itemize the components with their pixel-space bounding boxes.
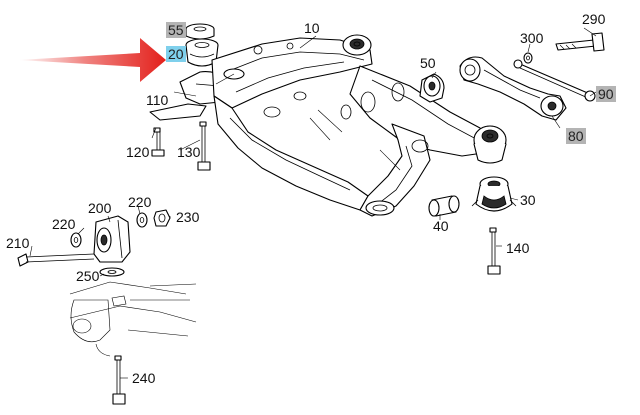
label-55: 55 xyxy=(166,22,186,38)
label-250: 250 xyxy=(76,268,100,284)
label-290: 290 xyxy=(582,11,606,27)
control-arm-80 xyxy=(459,56,567,121)
bolt-130 xyxy=(197,121,211,171)
frame-bush-top xyxy=(342,34,372,56)
label-30: 30 xyxy=(520,192,536,208)
washer-220-left xyxy=(70,232,82,248)
label-140: 140 xyxy=(506,240,530,256)
label-220-right: 220 xyxy=(128,194,152,210)
label-230: 230 xyxy=(176,209,200,225)
label-90: 90 xyxy=(596,86,616,102)
mount-30 xyxy=(471,176,517,212)
bolt-120 xyxy=(151,127,165,157)
mount-200 xyxy=(93,215,131,263)
bearing-cap-55 xyxy=(185,23,215,40)
label-120: 120 xyxy=(126,144,150,160)
subframe-10 xyxy=(211,34,507,217)
washer-220-right xyxy=(136,212,148,228)
rubber-bushing-40 xyxy=(428,195,460,217)
label-240: 240 xyxy=(132,370,156,386)
washer-300 xyxy=(523,52,533,64)
axle-carrier-sketch xyxy=(69,281,197,357)
label-210: 210 xyxy=(6,235,30,251)
label-200: 200 xyxy=(88,200,112,216)
label-80: 80 xyxy=(566,128,586,144)
label-50: 50 xyxy=(420,55,436,71)
label-20: 20 xyxy=(166,46,186,62)
nut-230 xyxy=(153,209,171,227)
label-110: 110 xyxy=(146,92,169,108)
bolt-240 xyxy=(112,355,126,405)
label-10: 10 xyxy=(304,20,320,36)
bushing-50 xyxy=(419,73,445,103)
label-130: 130 xyxy=(177,144,201,160)
label-300: 300 xyxy=(520,30,544,46)
bolt-290 xyxy=(555,32,605,52)
bolt-210 xyxy=(17,253,95,267)
leader-lines xyxy=(29,27,597,379)
bolt-140 xyxy=(487,227,501,275)
label-220-left: 220 xyxy=(52,216,76,232)
label-40: 40 xyxy=(433,218,449,234)
washer-250 xyxy=(99,267,125,277)
frame-bush-right xyxy=(473,125,507,164)
red-pointer-arrow xyxy=(18,38,166,82)
